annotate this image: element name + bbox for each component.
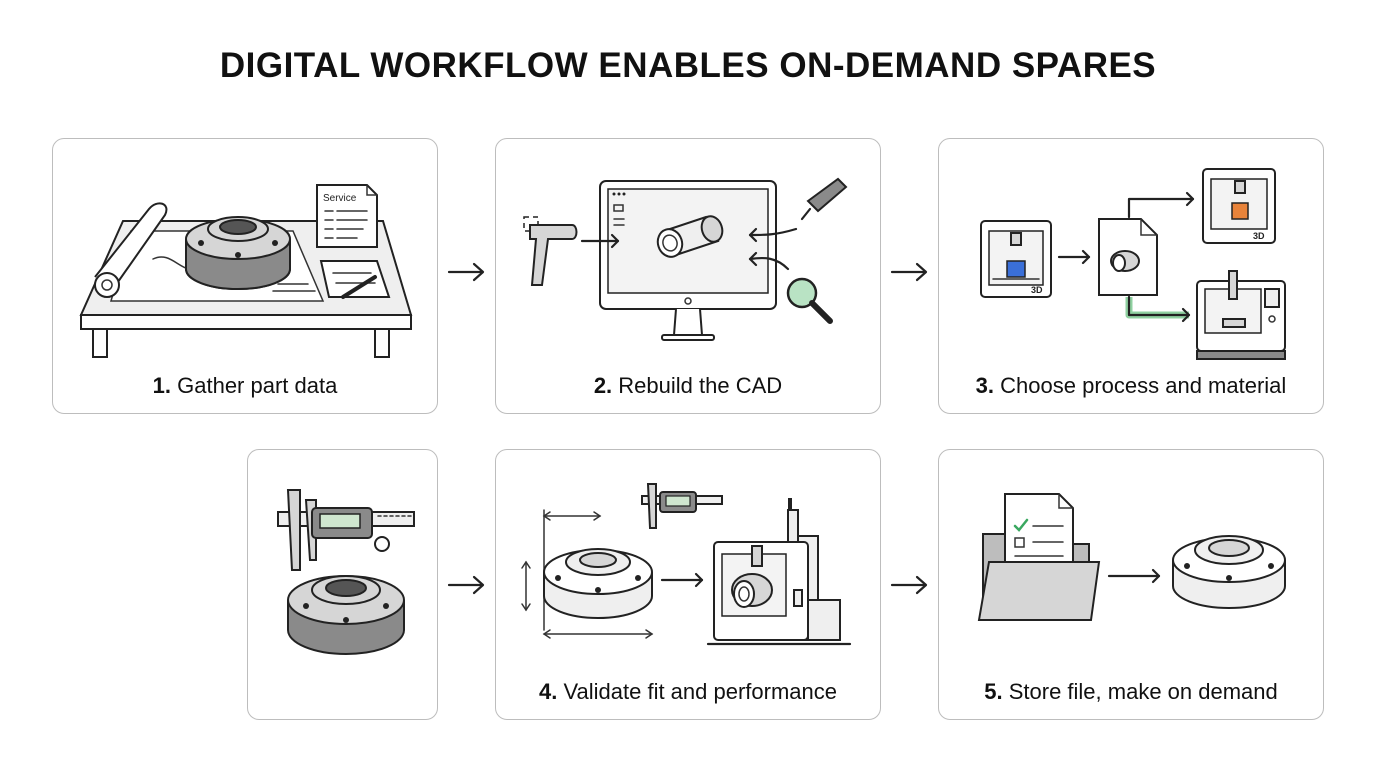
step-number-5: 5. [984,679,1003,704]
step-label-5: Store file, make on demand [1008,679,1278,704]
printer-label-right: 3D [1253,231,1265,241]
flow-arrow-measure-4 [447,575,485,595]
step-number-2: 2. [593,373,613,398]
step-caption-2: 2. Rebuild the CAD [496,373,880,399]
step-label-2: Rebuild the CAD [618,373,783,398]
process-selection-illustration: 3D 3D [980,168,1286,360]
step-label-3: Choose process and material [1000,373,1287,398]
flow-arrow-2-3 [890,262,928,282]
page-title: DIGITAL WORKFLOW ENABLES ON-DEMAND SPARE… [219,46,1157,85]
validation-illustration [521,483,852,646]
step-number-1: 1. [152,373,171,398]
flow-arrow-4-5 [890,575,928,595]
measure-card [247,449,438,720]
step-caption-5: 5. Store file, make on demand [939,679,1323,705]
step-card-3: 3D 3D 3. Choose process and material [938,138,1324,414]
step-number-3: 3. [975,373,995,398]
step-label-4: Validate fit and performance [563,679,837,704]
step-card-4: 4. Validate fit and performance [495,449,881,720]
step-caption-1: 1. Gather part data [53,373,437,399]
printer-label-left: 3D [1031,285,1043,295]
flow-arrow-1-2 [447,262,485,282]
step-label-1: Gather part data [177,373,338,398]
step-number-4: 4. [538,679,558,704]
step-card-5: 5. Store file, make on demand [938,449,1324,720]
step-caption-3: 3. Choose process and material [939,373,1323,399]
cad-monitor-illustration [523,177,848,341]
step-caption-4: 4. Validate fit and performance [496,679,880,705]
desk-blueprint-illustration: Service [79,184,413,358]
store-and-make-illustration [977,493,1286,621]
step-card-1: Service 1. Gather part data [52,138,438,414]
step-card-2: 2. Rebuild the CAD [495,138,881,414]
document-label: Service [323,193,357,204]
caliper-measurement-illustration [277,489,415,655]
